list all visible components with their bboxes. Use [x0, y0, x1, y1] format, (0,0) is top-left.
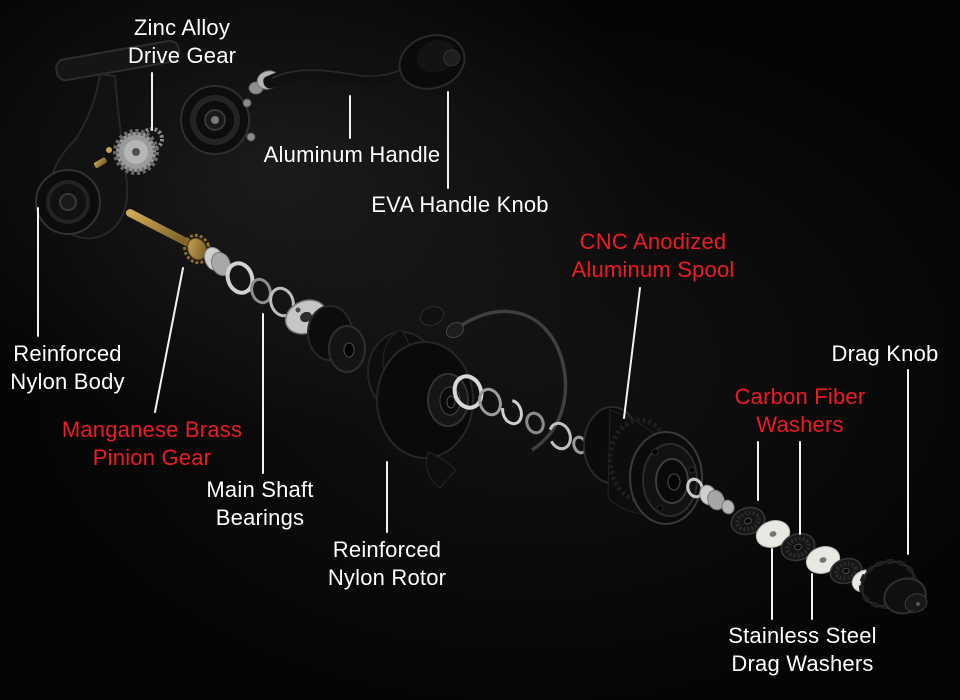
label-line: Stainless Steel [728, 623, 877, 648]
label-eva-handle-knob: EVA Handle Knob [360, 191, 560, 219]
oscillation-gear-art [180, 85, 256, 155]
label-line: Nylon Body [10, 369, 125, 394]
label-line: Aluminum Spool [571, 257, 735, 282]
handle-arm-art [248, 57, 427, 95]
label-cnc-anodized-aluminum-spool: CNC Anodized Aluminum Spool [553, 228, 753, 284]
label-line: Drag Washers [731, 651, 874, 676]
label-drag-knob: Drag Knob [810, 340, 960, 368]
label-line: CNC Anodized [579, 229, 727, 254]
label-line: Bearings [215, 505, 305, 530]
label-carbon-fiber-washers: Carbon Fiber Washers [720, 383, 880, 439]
label-line: Reinforced [332, 537, 442, 562]
label-line: Nylon Rotor [327, 565, 447, 590]
label-manganese-brass-pinion-gear: Manganese Brass Pinion Gear [37, 416, 267, 472]
reel-body-art [35, 39, 181, 240]
rotor-art [367, 306, 474, 489]
leader-pinion [154, 267, 184, 413]
label-zinc-alloy-drive-gear: Zinc Alloy Drive Gear [92, 14, 272, 70]
spool-art [583, 406, 703, 525]
label-line: Washers [756, 412, 844, 437]
leader-lines [37, 72, 909, 620]
label-line: EVA Handle Knob [371, 192, 549, 217]
drag-washer-stack-art [730, 506, 881, 593]
spool-shaft-hardware-art [686, 477, 735, 515]
label-line: Drive Gear [127, 43, 237, 68]
label-reinforced-nylon-body: Reinforced Nylon Body [0, 340, 135, 396]
label-reinforced-nylon-rotor: Reinforced Nylon Rotor [307, 536, 467, 592]
label-line: Zinc Alloy [133, 15, 231, 40]
handle-knob-art [398, 34, 466, 90]
bail-wire-art [445, 309, 568, 452]
label-line: Carbon Fiber [734, 384, 866, 409]
leader-spool [623, 287, 641, 419]
drive-gear-art [113, 127, 164, 175]
pinion-gear-art [183, 233, 231, 277]
label-main-shaft-bearings: Main Shaft Bearings [185, 476, 335, 532]
gear-housing-art [307, 305, 366, 373]
label-line: Drag Knob [831, 341, 939, 366]
label-line: Aluminum Handle [263, 142, 441, 167]
label-line: Manganese Brass [61, 417, 243, 442]
label-line: Reinforced [13, 341, 122, 366]
label-aluminum-handle: Aluminum Handle [252, 141, 452, 169]
label-line: Pinion Gear [92, 445, 212, 470]
label-stainless-steel-drag-washers: Stainless Steel Drag Washers [700, 622, 905, 678]
main-shaft-art [126, 209, 198, 250]
label-line: Main Shaft [206, 477, 314, 502]
drag-knob-art [858, 558, 928, 615]
